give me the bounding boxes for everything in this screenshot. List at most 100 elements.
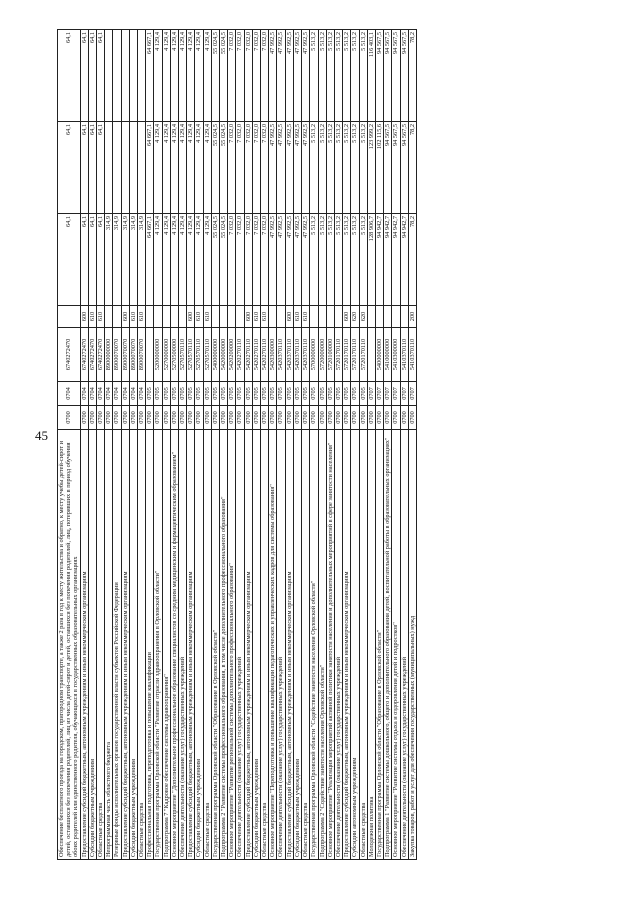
row-target-article-cell: 5270570110	[194, 327, 204, 382]
row-amount-year3-cell: 5 513,2	[359, 29, 368, 122]
table-row: Обеспечение деятельности (оказание услуг…	[178, 29, 187, 860]
row-subsection-code-cell: 0705	[276, 381, 286, 406]
row-subsection-code-cell: 0705	[162, 381, 171, 406]
row-subsection-code-cell: 0704	[80, 381, 89, 406]
row-name-cell: Закупка товаров, работ и услуг для обесп…	[408, 429, 417, 860]
row-amount-year1-cell: 55 024,5	[219, 213, 228, 306]
row-amount-year3-cell: 94 567,5	[391, 29, 401, 122]
rotated-page-content: Обеспечение бесплатного проезда на город…	[57, 29, 637, 860]
table-row: Подпрограмма 2 "Содействие занятости нас…	[318, 29, 327, 860]
row-subsection-code-cell: 0705	[334, 381, 343, 406]
row-amount-year2-cell: 7 032,0	[235, 121, 245, 214]
row-expense-type-cell	[309, 305, 318, 328]
row-target-article-cell: 5720170110	[359, 327, 368, 382]
row-amount-year1-cell: 78,2	[408, 213, 417, 306]
row-amount-year2-cell	[112, 121, 122, 214]
row-expense-type-cell	[268, 305, 277, 328]
table-row: Закупка товаров, работ и услуг для обесп…	[408, 29, 417, 860]
table-row: Предоставление субсидий бюджетным, автон…	[244, 29, 253, 860]
row-section-code-cell: 0700	[96, 405, 105, 430]
row-expense-type-cell: 610	[96, 305, 105, 328]
row-target-article-cell: 5420270110	[244, 327, 253, 382]
row-amount-year3-cell: 4 129,4	[170, 29, 179, 122]
row-subsection-code-cell: 0705	[309, 381, 318, 406]
row-amount-year1-cell: 314,9	[137, 213, 146, 306]
row-amount-year1-cell: 7 032,0	[235, 213, 245, 306]
row-amount-year1-cell: 47 992,5	[301, 213, 310, 306]
row-expense-type-cell	[367, 305, 376, 328]
row-amount-year2-cell: 78,2	[408, 121, 417, 214]
row-amount-year3-cell: 64 667,1	[145, 29, 154, 122]
row-expense-type-cell	[178, 305, 187, 328]
row-name-cell: Субсидии бюджетным учреждениям	[88, 429, 97, 860]
row-name-cell: Непрограммная часть областного бюджета	[104, 429, 113, 860]
row-name-cell: Субсидии бюджетным учреждениям	[129, 429, 138, 860]
row-expense-type-cell	[153, 305, 163, 328]
row-target-article-cell: 5200000000	[153, 327, 163, 382]
row-amount-year1-cell: 7 032,0	[252, 213, 261, 306]
table-row: Обеспечение деятельности (оказание услуг…	[276, 29, 286, 860]
row-name-cell: Обеспечение деятельности (оказание услуг…	[334, 429, 343, 860]
row-amount-year1-cell: 5 513,2	[309, 213, 318, 306]
row-amount-year3-cell: 116 403,1	[367, 29, 376, 122]
row-expense-type-cell: 600	[244, 305, 253, 328]
row-amount-year3-cell: 64,1	[96, 29, 105, 122]
row-expense-type-cell	[318, 305, 327, 328]
row-name-cell: Государственная программа Орловской обла…	[375, 429, 384, 860]
row-name-cell: Областные средства	[301, 429, 310, 860]
row-section-code-cell: 0700	[194, 405, 204, 430]
row-amount-year3-cell: 64,1	[80, 29, 89, 122]
row-amount-year2-cell: 55 024,5	[219, 121, 228, 214]
row-name-cell: Субсидии бюджетным учреждениям	[194, 429, 204, 860]
table-row: Основное мероприятие "Развитие системы о…	[391, 29, 401, 860]
row-target-article-cell: 5420300000	[268, 327, 277, 382]
row-amount-year2-cell: 4 129,4	[186, 121, 195, 214]
row-section-code-cell: 0700	[375, 405, 384, 430]
row-expense-type-cell: 610	[260, 305, 269, 328]
row-amount-year3-cell: 7 032,0	[227, 29, 236, 122]
row-target-article-cell: 5410300000	[391, 327, 401, 382]
row-amount-year3-cell: 47 992,5	[293, 29, 302, 122]
row-amount-year2-cell: 5 513,2	[326, 121, 335, 214]
row-section-code-cell: 0700	[80, 405, 89, 430]
row-subsection-code-cell: 0705	[293, 381, 302, 406]
row-name-cell: Субсидии автономным учреждениям	[350, 429, 360, 860]
row-section-code-cell: 0700	[244, 405, 253, 430]
row-subsection-code-cell: 0705	[235, 381, 245, 406]
row-expense-type-cell: 620	[359, 305, 368, 328]
row-amount-year1-cell: 128 906,7	[367, 213, 376, 306]
row-expense-type-cell	[112, 305, 122, 328]
row-target-article-cell: 8900070070	[121, 327, 130, 382]
row-target-article-cell: 5420370110	[276, 327, 286, 382]
table-row: Государственная программа Орловской обла…	[375, 29, 384, 860]
row-subsection-code-cell: 0704	[121, 381, 130, 406]
row-subsection-code-cell: 0704	[88, 381, 97, 406]
row-amount-year1-cell: 47 992,5	[276, 213, 286, 306]
row-section-code-cell: 0700	[309, 405, 318, 430]
row-expense-type-cell	[276, 305, 286, 328]
row-section-code-cell: 0700	[400, 405, 409, 430]
row-amount-year2-cell: 64,1	[57, 121, 81, 214]
row-name-cell: Областные средства	[96, 429, 105, 860]
row-subsection-code-cell: 0705	[244, 381, 253, 406]
table-row: Основное мероприятие "Развитие региональ…	[227, 29, 236, 860]
row-section-code-cell: 0700	[104, 405, 113, 430]
row-amount-year3-cell: 94 567,5	[383, 29, 392, 122]
row-name-cell: Областные средства	[260, 429, 269, 860]
row-section-code-cell: 0700	[162, 405, 171, 430]
row-subsection-code-cell: 0705	[203, 381, 212, 406]
row-subsection-code-cell: 0705	[350, 381, 360, 406]
row-section-code-cell: 0700	[235, 405, 245, 430]
row-amount-year3-cell: 5 513,2	[334, 29, 343, 122]
row-subsection-code-cell: 0704	[57, 381, 81, 406]
table-row: Предоставление субсидий бюджетным, автон…	[186, 29, 195, 860]
row-section-code-cell: 0700	[219, 405, 228, 430]
row-amount-year2-cell: 47 992,5	[268, 121, 277, 214]
row-target-article-cell: 5720170110	[334, 327, 343, 382]
row-amount-year2-cell: 5 513,2	[359, 121, 368, 214]
